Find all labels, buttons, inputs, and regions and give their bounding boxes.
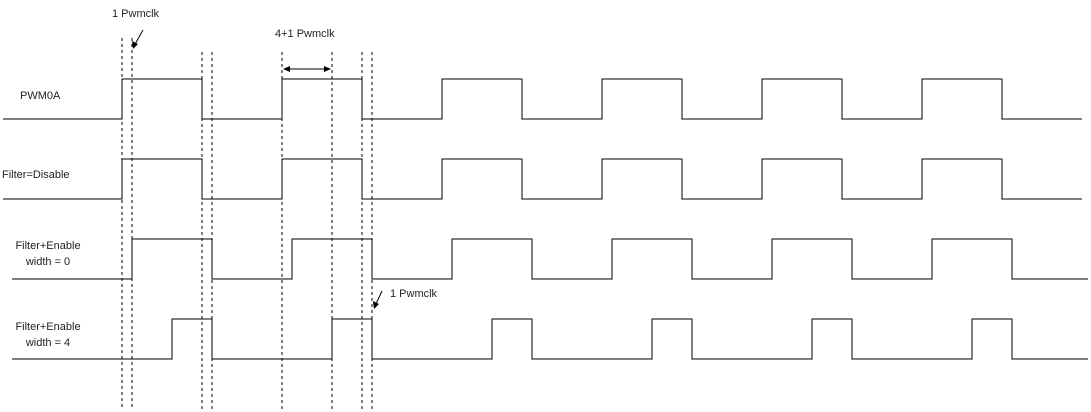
- signal-label-filter-disable: Filter=Disable: [2, 169, 70, 181]
- waveform-filter-enable-width-0: [12, 238, 1088, 280]
- waveform-filter-enable-width-4: [12, 318, 1088, 360]
- annotation-span-double-arrow: [283, 66, 331, 72]
- waveform-pwm0a: [3, 78, 1082, 120]
- waveform-filter-disable: [3, 158, 1082, 200]
- annotation-top-clk: 1 Pwmclk: [112, 8, 160, 20]
- annotation-mid-clk: 1 Pwmclk: [390, 288, 438, 300]
- signal-label-pwm0a: PWM0A: [20, 90, 61, 102]
- annotation-top-arrow: [132, 29, 144, 49]
- signal-label-filter-enable-w0-line1: Filter+Enable: [15, 240, 80, 252]
- signal-label-filter-enable-w4-line1: Filter+Enable: [15, 321, 80, 333]
- annotation-mid-arrow: [373, 290, 383, 309]
- signal-label-filter-enable-w4-line2: width = 4: [25, 337, 70, 349]
- annotation-span-clk: 4+1 Pwmclk: [275, 28, 335, 40]
- waveforms: [3, 78, 1088, 360]
- guide-lines: [121, 38, 373, 410]
- signal-label-filter-enable-w0-line2: width = 0: [25, 256, 70, 268]
